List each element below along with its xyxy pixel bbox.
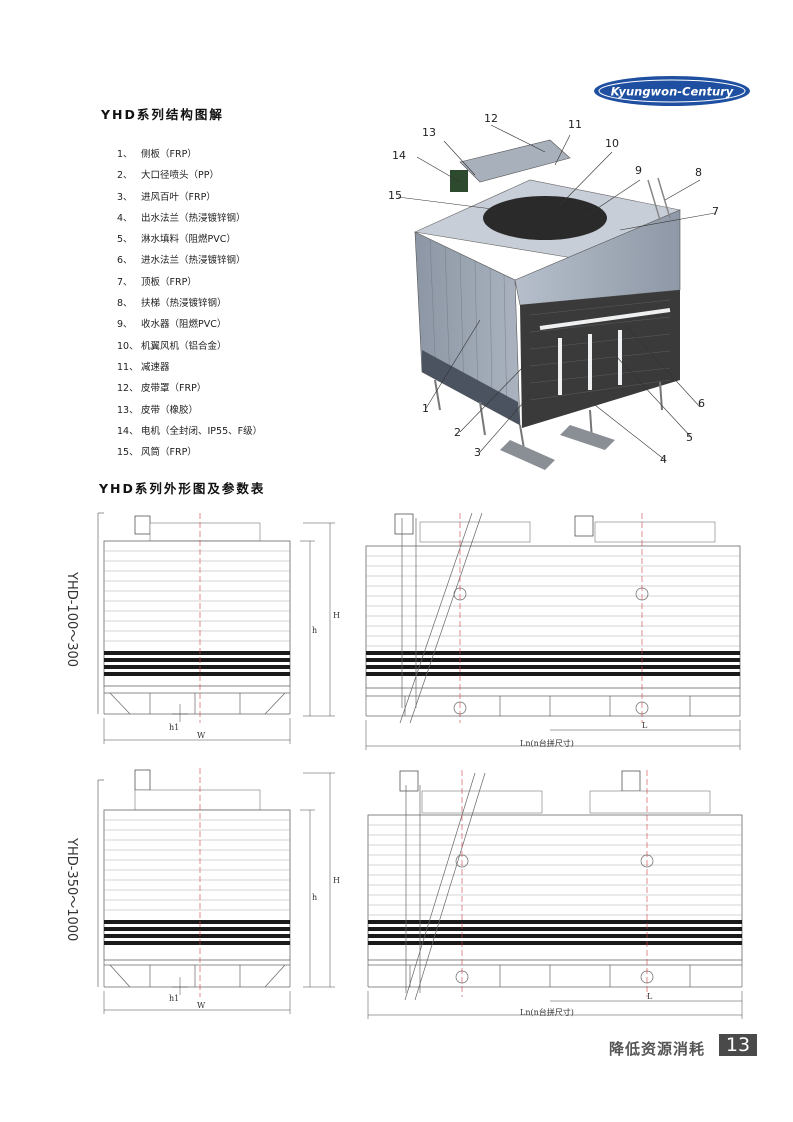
list-item: 3、进风百叶（FRP） xyxy=(117,191,216,203)
dim-h1-label: h1 xyxy=(169,994,179,1003)
list-item: 5、淋水填料（阻燃PVC） xyxy=(117,234,236,246)
page-number: 13 xyxy=(719,1034,757,1056)
list-item: 9、收水器（阻燃PVC） xyxy=(117,319,227,331)
svg-text:Kyungwon-Century: Kyungwon-Century xyxy=(611,85,734,99)
front-view-a: L Ln(n台拼尺寸) xyxy=(360,508,750,753)
footer-slogan: 降低资源消耗 xyxy=(608,1040,705,1058)
dim-W-label: W xyxy=(197,1001,206,1010)
callout-7: 7 xyxy=(712,205,719,218)
callout-5: 5 xyxy=(686,431,693,444)
list-item: 10、机翼风机（铝合金） xyxy=(117,340,227,352)
callout-14: 14 xyxy=(392,149,406,162)
list-item: 14、电机（全封闭、IP55、F级） xyxy=(117,425,263,437)
dim-h-label: h xyxy=(312,893,317,902)
callout-10: 10 xyxy=(605,137,619,150)
dim-h-label: h xyxy=(312,626,317,635)
section-title-outline: YHD系列外形图及参数表 xyxy=(99,481,266,496)
dim-L-label: L xyxy=(642,721,648,730)
section-title-structure: YHD系列结构图解 xyxy=(101,107,224,122)
list-item: 4、出水法兰（热浸镀锌钢） xyxy=(117,212,246,224)
callout-11: 11 xyxy=(568,118,582,131)
dim-L-label: L xyxy=(647,992,653,1001)
side-view-a: H h h1 W xyxy=(95,508,345,753)
parts-list: 1、侧板（FRP） 2、大口径喷头（PP） 3、进风百叶（FRP） 4、出水法兰… xyxy=(117,144,262,463)
callout-13: 13 xyxy=(422,126,436,139)
list-item: 7、顶板（FRP） xyxy=(117,276,197,288)
callout-6: 6 xyxy=(698,397,705,410)
callout-15: 15 xyxy=(388,189,402,202)
model-label-a: YHD-100～300 xyxy=(64,572,79,668)
cooling-tower-3d-illustration: 12 11 10 9 8 7 13 14 15 1 2 3 4 5 6 xyxy=(380,110,740,480)
dim-Ln-label: Ln(n台拼尺寸) xyxy=(520,738,574,748)
dim-H-label: H xyxy=(333,611,340,620)
dim-Ln-label: Ln(n台拼尺寸) xyxy=(520,1007,574,1017)
dim-h1-label: h1 xyxy=(169,723,179,732)
list-item: 1、侧板（FRP） xyxy=(117,149,197,160)
front-view-b: L Ln(n台拼尺寸) xyxy=(360,765,750,1020)
list-item: 8、扶梯（热浸镀锌钢） xyxy=(117,298,227,310)
callout-3: 3 xyxy=(474,446,481,459)
callout-9: 9 xyxy=(635,164,642,177)
list-item: 11、减速器 xyxy=(117,361,170,373)
list-item: 12、皮带罩（FRP） xyxy=(117,383,207,395)
dim-H-label: H xyxy=(333,876,340,885)
side-view-b: H h h1 W xyxy=(95,765,345,1020)
list-item: 6、进水法兰（热浸镀锌钢） xyxy=(117,255,246,267)
callout-1: 1 xyxy=(422,402,429,415)
list-item: 2、大口径喷头（PP） xyxy=(117,170,219,182)
callout-8: 8 xyxy=(695,166,702,179)
list-item: 15、风筒（FRP） xyxy=(117,447,197,459)
model-label-b: YHD-350～1000 xyxy=(64,838,79,942)
dim-W-label: W xyxy=(197,731,206,740)
callout-4: 4 xyxy=(660,453,667,466)
list-item: 13、皮带（橡胶） xyxy=(117,404,199,416)
callout-2: 2 xyxy=(454,426,461,439)
callout-12: 12 xyxy=(484,112,498,125)
brand-logo: Kyungwon-Century xyxy=(592,74,752,108)
